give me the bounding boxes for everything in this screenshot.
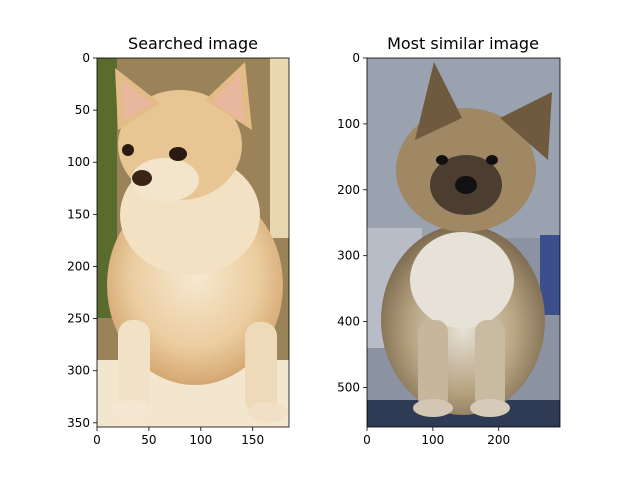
ytick-label-similar-3: 300 [337,249,360,263]
ticks-searched: 0 50 100 150 0 50 100 150 200 250 300 350 [67,51,264,447]
subplot-title-searched: Searched image [128,34,258,53]
ytick-label-similar-4: 400 [337,315,360,329]
ytick-label-similar-1: 100 [337,117,360,131]
ytick-label-searched-1: 50 [75,103,90,117]
axes-frame-similar [366,57,561,428]
ytick-label-searched-4: 200 [67,259,90,273]
ytick-label-searched-3: 150 [67,207,90,221]
ytick-label-searched-7: 350 [67,416,90,430]
ytick-label-similar-2: 200 [337,183,360,197]
subplot-searched: Searched image 0 50 100 150 0 [67,34,290,447]
xtick-label-searched-1: 50 [141,433,156,447]
subplot-title-similar: Most similar image [387,34,539,53]
subplot-similar: Most similar image 0 100 200 0 100 200 300 400 [337,34,561,447]
ytick-label-similar-0: 0 [352,51,360,65]
xtick-label-similar-1: 100 [421,433,444,447]
xtick-label-similar-2: 200 [487,433,510,447]
axes-frame-searched [96,57,290,428]
ytick-label-similar-5: 500 [337,380,360,394]
searched-dog-image [97,58,289,427]
ytick-label-searched-2: 100 [67,155,90,169]
similar-dog-image [367,58,560,427]
xtick-label-similar-0: 0 [363,433,371,447]
xtick-label-searched-2: 100 [189,433,212,447]
ytick-label-searched-6: 300 [67,364,90,378]
ytick-label-searched-0: 0 [82,51,90,65]
xtick-label-searched-3: 150 [241,433,264,447]
ytick-label-searched-5: 250 [67,312,90,326]
xtick-label-searched-0: 0 [93,433,101,447]
ticks-similar: 0 100 200 0 100 200 300 400 500 [337,51,510,447]
